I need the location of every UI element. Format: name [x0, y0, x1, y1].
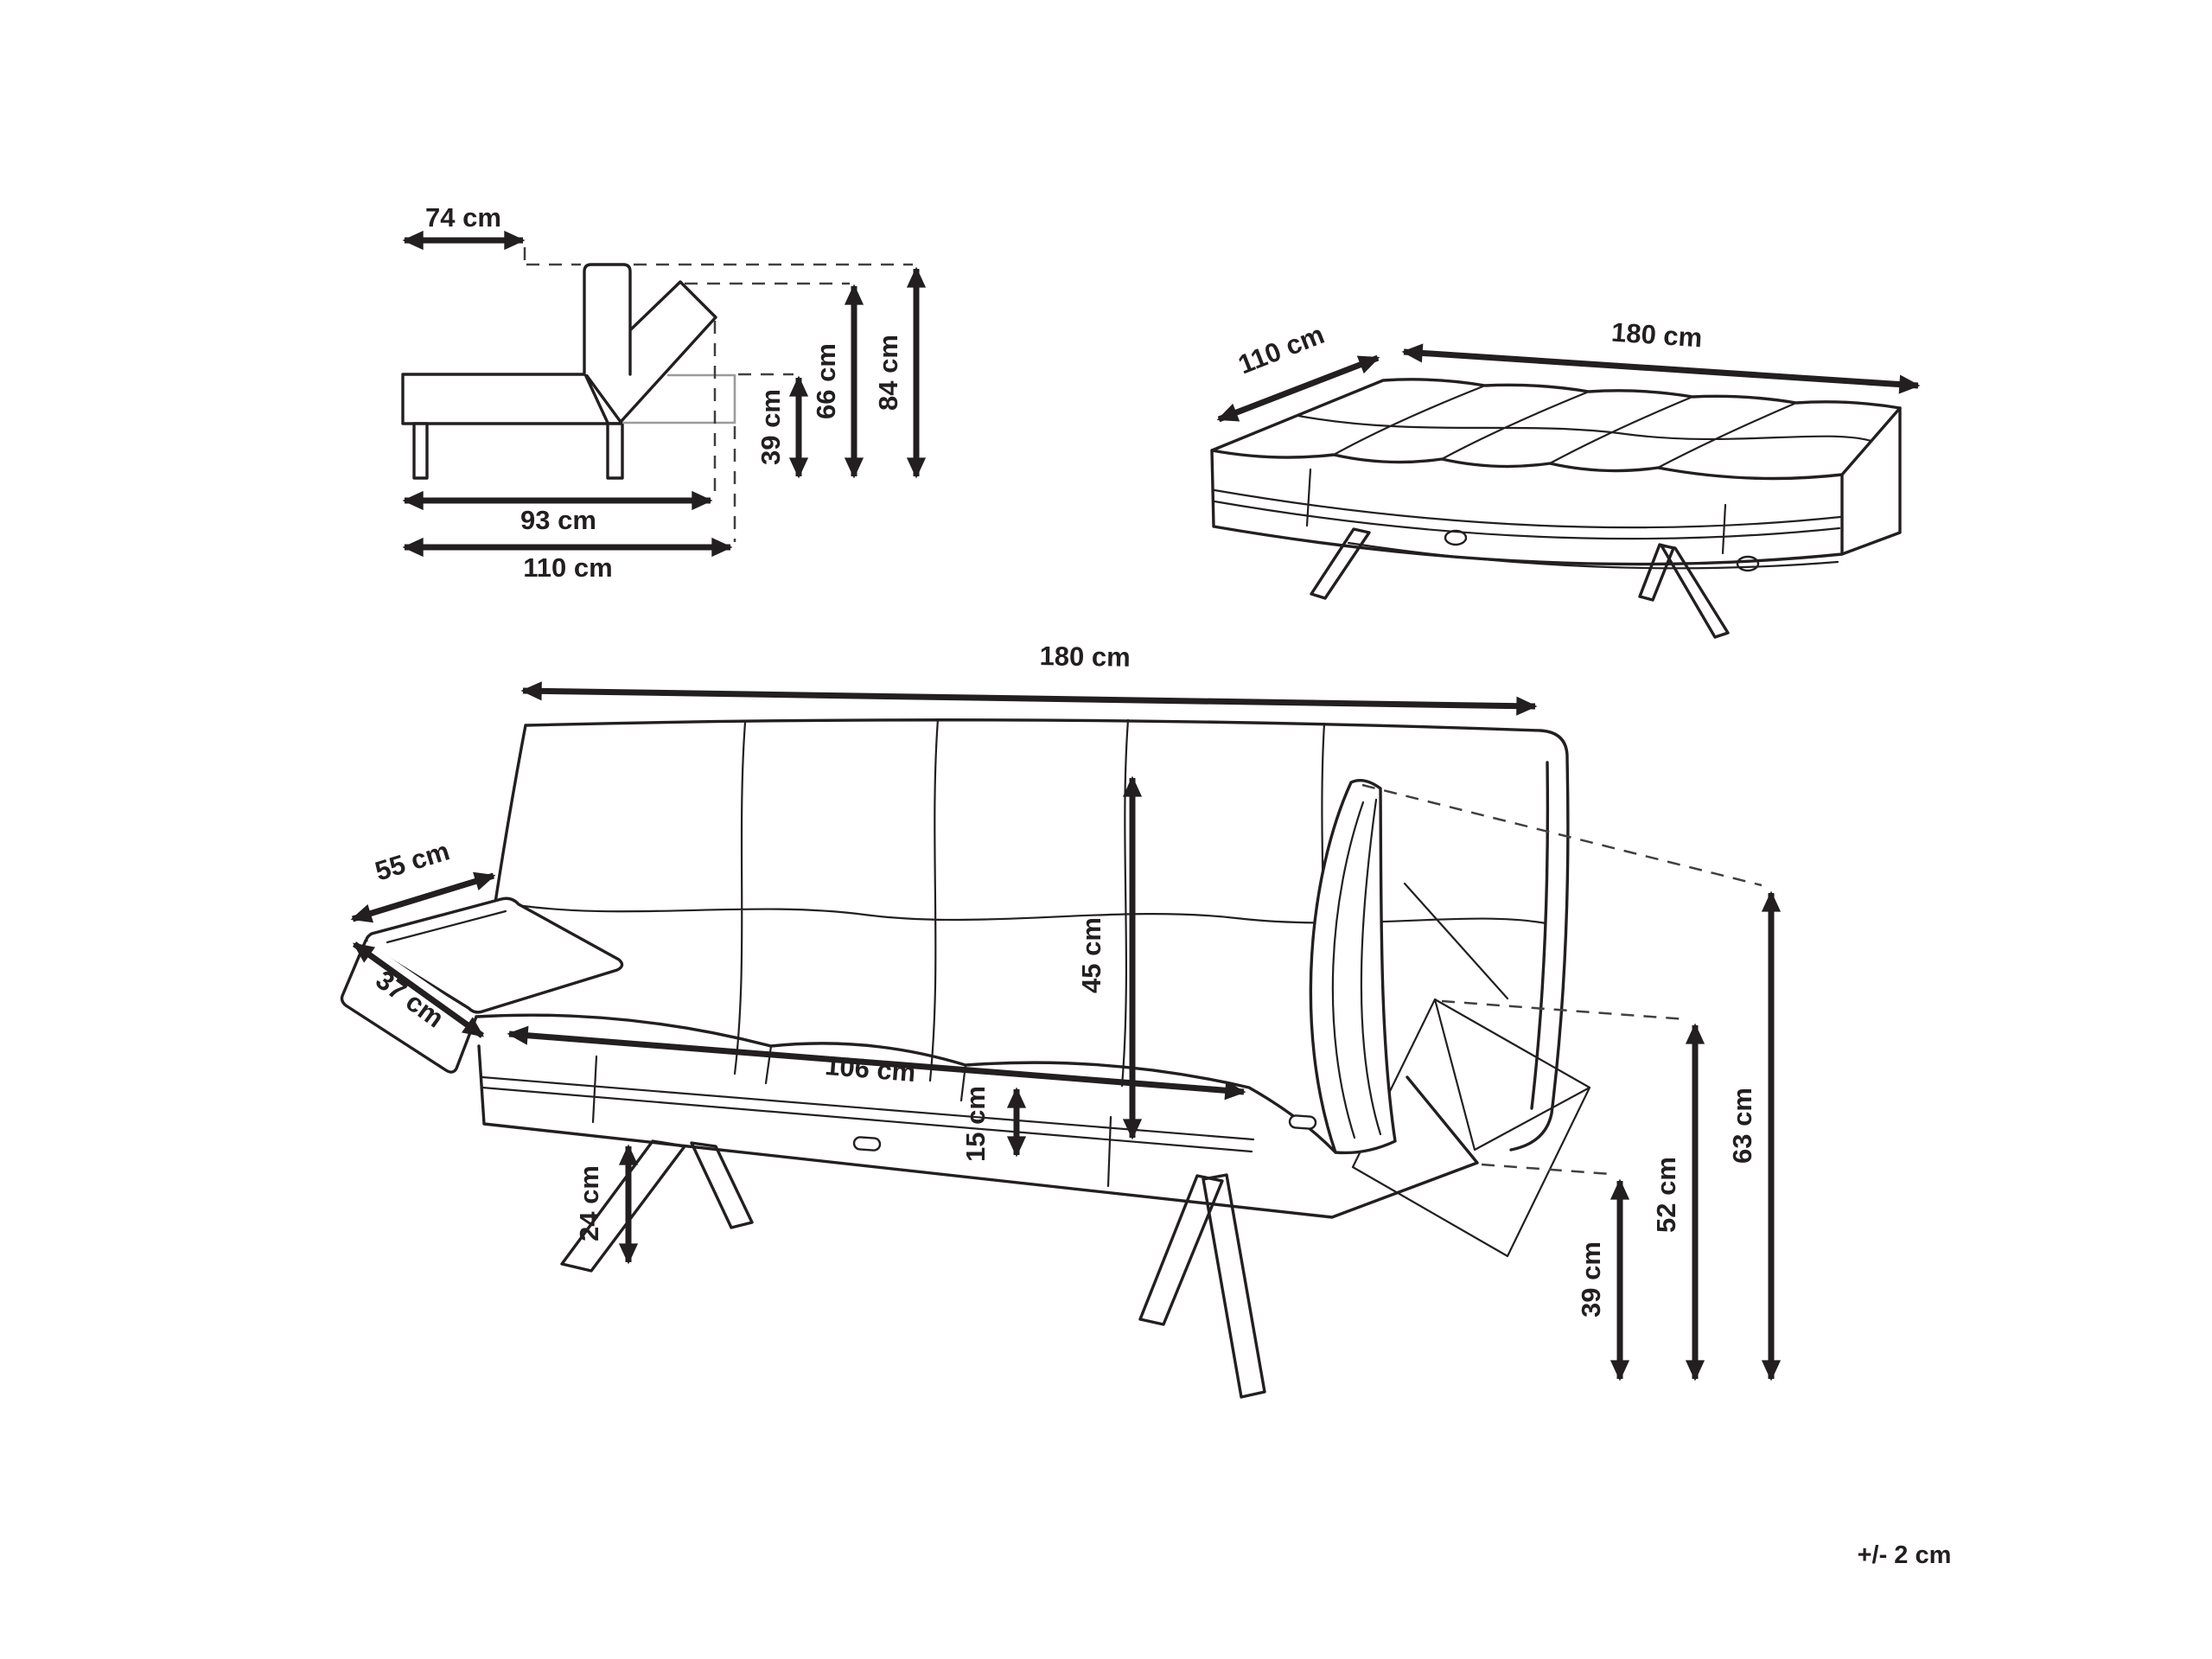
dim-armrest-mid-height-label: 52 cm: [1651, 1157, 1681, 1233]
dim-front-seat-height: 39 cm: [1576, 1178, 1630, 1381]
dim-bed-length-label: 180 cm: [1610, 317, 1703, 354]
bed-front-face: [1210, 406, 1902, 566]
side-view-legs: [412, 422, 624, 480]
dim-side-seat-height: 39 cm: [755, 375, 809, 479]
dim-bed-width-arrow: [1216, 354, 1380, 423]
dim-side-total-depth: 110 cm: [402, 537, 733, 583]
dim-side-armrest-top-height: 84 cm: [873, 266, 927, 479]
side-view-armrest-upright: [583, 263, 632, 376]
dim-front-total-width-arrow: [520, 681, 1538, 716]
dim-seat-width-arrow: [507, 1025, 1246, 1101]
dim-leg-height: 24 cm: [574, 1144, 639, 1265]
dim-backrest-height-label: 45 cm: [1076, 917, 1106, 993]
side-view-hidden-seat: [622, 373, 736, 424]
dim-frame-height-label: 15 cm: [960, 1086, 991, 1162]
dim-armrest-mid-height: 52 cm: [1651, 1023, 1705, 1381]
dim-side-seat-height-label: 39 cm: [755, 389, 786, 465]
sofa-foot-center: [852, 1136, 882, 1152]
dim-frame-height: 15 cm: [960, 1086, 1027, 1162]
sofa-right-armrest: [1309, 779, 1397, 1155]
dim-bed-length-arrow: [1401, 343, 1921, 394]
dim-front-total-width: 180 cm: [520, 641, 1538, 716]
sofa-right-armrest-seams: [1331, 798, 1382, 1139]
bed-legs: [1310, 527, 1730, 639]
sofa-base: [477, 1044, 1479, 1219]
bed-foot-right: [1736, 555, 1760, 572]
dim-front-total-width-label: 180 cm: [1039, 641, 1131, 673]
bed-view: 110 cm 180 cm: [1210, 317, 1921, 639]
dim-seat-width-label: 106 cm: [824, 1050, 917, 1088]
front-view-projection-lines: [1361, 783, 1763, 1176]
dim-seat-width: 106 cm: [507, 1025, 1246, 1101]
sofa-armrest-phantom: [1351, 882, 1591, 1258]
dim-side-backrest-top-height: 66 cm: [811, 284, 864, 479]
dim-side-top-width-label: 74 cm: [425, 202, 501, 233]
dim-armrest-length-arrow: [350, 871, 496, 923]
dim-armrest-top-height-label: 63 cm: [1727, 1088, 1757, 1164]
dim-armrest-width-arrow: [352, 941, 485, 1038]
dim-bed-length: 180 cm: [1401, 317, 1921, 394]
bed-front-face-piping: [1213, 468, 1842, 570]
tolerance-note: +/- 2 cm: [1858, 1541, 1952, 1569]
side-view: 74 cm 93 cm 110 cm 39 cm 66 cm 84 cm: [401, 202, 927, 583]
dim-side-armrest-top-height-label: 84 cm: [873, 335, 903, 411]
side-view-backrest-reclined: [583, 280, 717, 424]
dim-leg-height-label: 24 cm: [574, 1165, 604, 1241]
bed-tuft-seams: [1297, 384, 1873, 469]
dim-front-seat-height-label: 39 cm: [1576, 1241, 1606, 1318]
sofa-backrest-tuft-seams: [498, 718, 1547, 1093]
dim-side-seat-depth-label: 93 cm: [520, 505, 596, 535]
dim-side-backrest-top-height-label: 66 cm: [811, 343, 841, 419]
dim-side-top-width: 74 cm: [402, 202, 526, 251]
dim-side-total-depth-label: 110 cm: [523, 552, 612, 583]
sofa-legs: [560, 1139, 1266, 1399]
side-view-projection-lines: [523, 247, 913, 542]
dim-bed-width-label: 110 cm: [1234, 319, 1329, 380]
sofa-foot-right: [1288, 1114, 1317, 1130]
front-view: 180 cm 55 cm 37 cm 45 cm 106 cm 15 cm 24…: [340, 641, 1782, 1399]
sofa-base-piping: [481, 1055, 1255, 1188]
dim-side-seat-depth: 93 cm: [402, 490, 713, 535]
dim-armrest-length-label: 55 cm: [372, 835, 453, 886]
dim-armrest-top-height: 63 cm: [1727, 890, 1782, 1381]
sofa-backrest-outline: [488, 718, 1570, 1152]
side-view-seat-outline: [401, 373, 622, 425]
